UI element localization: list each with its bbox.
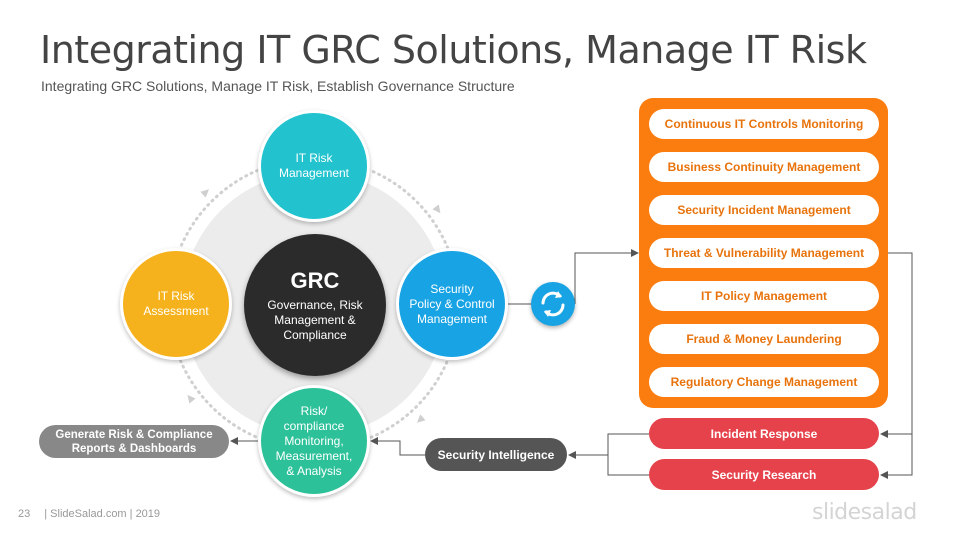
node-label-line: compliance [283, 418, 345, 433]
connector-intel-to-monitoring [370, 437, 425, 456]
page-title: Integrating IT GRC Solutions, Manage IT … [40, 28, 867, 72]
node-label-line: Security [430, 281, 474, 296]
reports-line: Generate Risk & Compliance [55, 428, 213, 441]
capability-item: Business Continuity Management [649, 152, 879, 182]
cycle-arrow-top-right [432, 204, 441, 214]
connector-incident-to-intel [568, 433, 649, 459]
grc-line: Management & [274, 312, 356, 327]
node-label-line: Assessment [143, 304, 209, 318]
cycle-arrow-bottom-right [417, 414, 426, 423]
grc-description: Governance, Risk Management & Compliance [267, 298, 362, 343]
connector-threat-to-research [880, 434, 913, 479]
page-subtitle: Integrating GRC Solutions, Manage IT Ris… [41, 78, 515, 94]
security-policy-node: Security Policy & Control Management [396, 248, 508, 360]
security-intelligence-pill: Security Intelligence [425, 438, 567, 471]
node-label-line: Management [278, 166, 350, 180]
node-label-line: & Analysis [286, 463, 342, 478]
it-risk-assessment-node: IT Risk Assessment [120, 248, 232, 360]
reports-pill: Generate Risk & Compliance Reports & Das… [39, 425, 229, 458]
grc-heading: GRC [290, 267, 340, 293]
grc-center-node: GRC Governance, Risk Management & Compli… [244, 234, 386, 376]
footer: 23 | SlideSalad.com | 2019 [18, 508, 160, 520]
capability-item: Continuous IT Controls Monitoring [649, 109, 879, 139]
node-label-line: Management [416, 311, 488, 326]
capability-item: Fraud & Money Laundering [649, 324, 879, 354]
connector-research-to-intel [607, 455, 649, 476]
refresh-icon [531, 282, 575, 326]
capability-item: Threat & Vulnerability Management [649, 238, 879, 268]
node-label-line: IT Risk [157, 289, 195, 303]
connector-sync-to-threat [574, 249, 639, 304]
reports-line: Reports & Dashboards [71, 442, 197, 455]
node-label-line: Risk/ [300, 403, 328, 418]
capability-item: Regulatory Change Management [649, 367, 879, 397]
security-research-pill: Security Research [649, 459, 879, 490]
grc-line: Governance, Risk [267, 297, 363, 312]
page-number: 23 [18, 508, 31, 520]
node-label-line: Monitoring, [284, 433, 344, 448]
capability-item: Security Incident Management [649, 195, 879, 225]
footer-credit: | SlideSalad.com | 2019 [44, 508, 161, 520]
incident-response-pill: Incident Response [649, 418, 879, 449]
monitoring-node: Risk/ compliance Monitoring, Measurement… [258, 385, 370, 497]
node-label-line: Policy & Control [409, 296, 495, 311]
grc-line: Compliance [283, 327, 347, 342]
node-label-line: Measurement, [275, 448, 353, 463]
slidesalad-logo: slidesalad [812, 500, 917, 525]
it-risk-management-node: IT Risk Management [258, 110, 370, 222]
node-label-line: IT Risk [295, 151, 333, 165]
connector-threat-to-incident [880, 252, 913, 438]
capability-item: IT Policy Management [649, 281, 879, 311]
